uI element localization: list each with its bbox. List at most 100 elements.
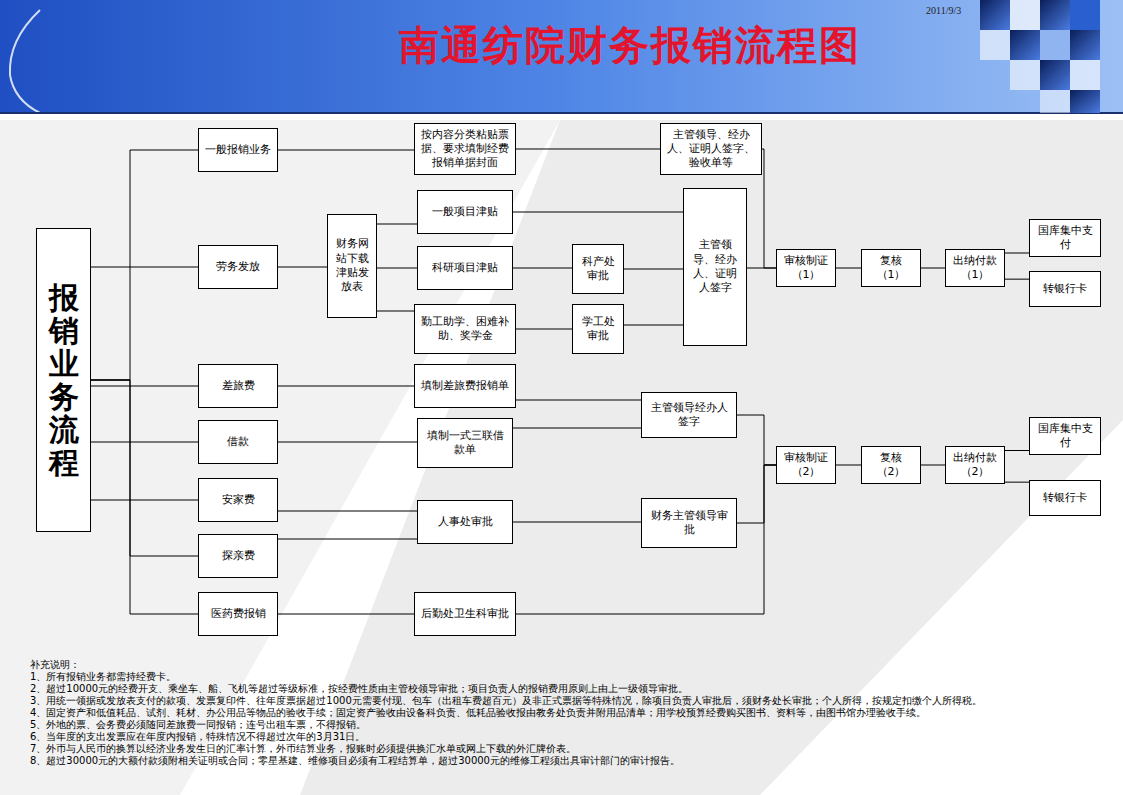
payment-step-box: 转银行卡 [1029, 480, 1101, 516]
node-text: 劳务发放 [216, 260, 260, 274]
payment-step-box: 转银行卡 [1029, 271, 1101, 307]
checker-decoration [980, 0, 1100, 113]
connector-line [278, 442, 417, 443]
payment-step-box: 国库集中支付 [1029, 417, 1101, 456]
header-band [0, 0, 1123, 113]
connector-line [1005, 450, 1029, 451]
connector-line [762, 149, 776, 268]
connector-line [278, 386, 414, 387]
payment-step-box: 国库集中支付 [1029, 219, 1101, 258]
connector-line [91, 386, 198, 387]
connector-line [278, 267, 327, 268]
process-box: 财务网站下载津贴发放表 [327, 214, 377, 318]
process-box: 医药费报销 [198, 592, 278, 636]
note-line: 8、超过30000元的大额付款须附相关证明或合同；零星基建、维修项目必须有工程结… [30, 755, 1115, 767]
node-text: 一般项目津贴 [432, 205, 498, 219]
connector-line [513, 428, 641, 429]
payment-step-box: 复核（2） [861, 446, 921, 485]
connector-line [516, 148, 660, 149]
connector-line [377, 311, 414, 312]
connector-line [278, 539, 417, 540]
node-text: 安家费 [222, 493, 255, 507]
payment-step-box: 复核（1） [861, 249, 921, 288]
node-text: 一般报销业务 [205, 143, 271, 157]
connector-line [513, 268, 572, 269]
process-box: 按内容分类粘贴票据、要求填制经费报销单据封面 [414, 123, 516, 176]
note-line: 7、外币与人民币的换算以经济业务发生日的汇率计算，外币结算业务，报账时必须提供换… [30, 743, 1115, 755]
process-box: 主管领导、经办人、证明人签字 [683, 188, 747, 346]
connector-line [377, 268, 417, 269]
node-text: 国库集中支付 [1034, 224, 1096, 253]
diagram-title: 南通纺院财务报销流程图 [240, 18, 1020, 73]
connector-line [91, 380, 198, 556]
connector-line [91, 150, 198, 380]
connector-line [516, 465, 776, 614]
payment-step-box: 出纳付款（2） [945, 446, 1005, 485]
header-curve [10, 10, 40, 113]
node-text: 复核（2） [866, 451, 916, 480]
connector-line [91, 267, 198, 268]
note-line: 3、用统一领据或发放表支付的款项、发票复印件、往年度票据超过1000元需要付现、… [30, 695, 1115, 707]
connector-line [1005, 253, 1029, 254]
node-text: 科产处审批 [577, 255, 619, 284]
connector-line [747, 268, 776, 269]
node-text: 主管领导、经办人、证明人签字、验收单等 [665, 128, 757, 171]
connector-line [836, 268, 861, 269]
process-box: 学工处审批 [572, 304, 624, 354]
notes-heading: 补充说明： [30, 659, 1115, 671]
process-box: 主管领导经办人签字 [641, 392, 737, 438]
connector-line [91, 380, 198, 614]
connector-line [516, 329, 572, 330]
connector-line [1005, 482, 1029, 483]
node-text: 借款 [227, 435, 249, 449]
node-text: 转银行卡 [1043, 491, 1087, 505]
node-text: 出纳付款（2） [950, 451, 1000, 480]
process-box: 差旅费 [198, 364, 278, 408]
connector-line [377, 224, 417, 225]
process-box: 劳务发放 [198, 245, 278, 289]
connector-line [921, 268, 945, 269]
process-box: 科产处审批 [572, 244, 624, 294]
node-text: 后勤处卫生科审批 [421, 607, 509, 621]
process-box: 借款 [198, 420, 278, 464]
node-text: 勤工助学、困难补助、奖学金 [419, 315, 511, 344]
note-line: 4、固定资产和低值耗品、试剂、耗材、办公用品等物品的验收手续；固定资产验收由设备… [30, 707, 1115, 719]
connector-line [278, 150, 414, 151]
process-box: 后勤处卫生科审批 [414, 592, 516, 636]
payment-step-box: 审核制证（1） [776, 249, 836, 288]
payment-step-box: 审核制证（2） [776, 446, 836, 485]
node-text: 医药费报销 [211, 607, 266, 621]
connector-line [836, 465, 861, 466]
process-box: 填制差旅费报销单 [414, 364, 516, 408]
node-text: 主管领导经办人签字 [646, 401, 732, 430]
note-line: 6、当年度的支出发票应在年度内报销，特殊情况不得超过次年的3月31日。 [30, 731, 1115, 743]
connector-line [624, 269, 683, 270]
node-text: 学工处审批 [577, 315, 619, 344]
node-text: 转银行卡 [1043, 282, 1087, 296]
process-box: 一般报销业务 [198, 128, 278, 172]
connector-line [513, 522, 641, 523]
process-box: 勤工助学、困难补助、奖学金 [414, 304, 516, 354]
node-text: 探亲费 [222, 549, 255, 563]
connector-line [516, 400, 641, 401]
connector-line [278, 614, 414, 615]
connector-line [513, 212, 683, 213]
node-text: 填制差旅费报销单 [421, 379, 509, 393]
process-box: 科研项目津贴 [417, 246, 513, 290]
note-line: 1、所有报销业务都需持经费卡。 [30, 671, 1115, 683]
process-box: 财务主管领导审批 [641, 498, 737, 548]
note-line: 2、超过10000元的经费开支、乘坐车、船、飞机等超过等级标准，按经费性质由主管… [30, 683, 1115, 695]
node-text: 出纳付款（1） [950, 254, 1000, 283]
process-box: 安家费 [198, 478, 278, 522]
note-line: 5、外地的票、会务费必须随同差旅费一同报销；连号出租车票，不得报销。 [30, 719, 1115, 731]
node-text: 主管领导、经办人、证明人签字 [688, 238, 742, 295]
connector-line [921, 465, 945, 466]
node-text: 财务网站下载津贴发放表 [332, 237, 372, 294]
connector-line [91, 500, 198, 501]
vertical-title-box: 报销业务流程 [36, 228, 91, 532]
connector-line [624, 325, 683, 326]
connector-line [278, 511, 417, 512]
process-box: 一般项目津贴 [417, 190, 513, 234]
node-text: 按内容分类粘贴票据、要求填制经费报销单据封面 [419, 128, 511, 171]
node-text: 人事处审批 [438, 515, 493, 529]
